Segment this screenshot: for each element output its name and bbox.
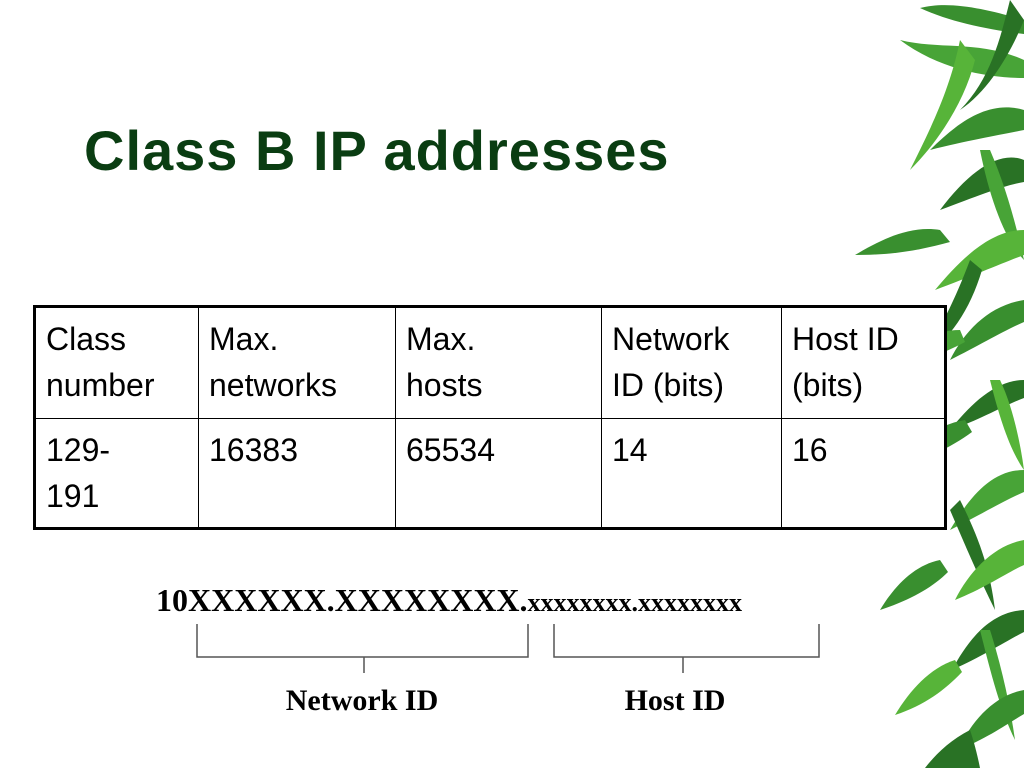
header-max-networks: Max. networks bbox=[198, 306, 396, 419]
host-id-label: Host ID bbox=[624, 684, 726, 717]
network-id-bracket bbox=[196, 624, 529, 673]
network-part: 10XXXXXX.XXXXXXXX. bbox=[156, 582, 528, 618]
table-header-row: Class number Max. networks Max. hosts Ne… bbox=[34, 306, 946, 419]
class-b-table: Class number Max. networks Max. hosts Ne… bbox=[33, 305, 947, 530]
network-id-label: Network ID bbox=[285, 684, 439, 717]
cell-max-networks: 16383 bbox=[198, 418, 396, 529]
header-max-hosts: Max. hosts bbox=[395, 306, 602, 419]
table-row: 129- 191 16383 65534 14 16 bbox=[34, 418, 946, 529]
header-host-id-bits: Host ID (bits) bbox=[781, 306, 946, 419]
cell-class-number: 129- 191 bbox=[34, 418, 199, 529]
cell-host-id-bits: 16 bbox=[781, 418, 946, 529]
header-class-number: Class number bbox=[34, 306, 199, 419]
cell-max-hosts: 65534 bbox=[395, 418, 602, 529]
header-network-id-bits: Network ID (bits) bbox=[601, 306, 782, 419]
slide-title: Class B IP addresses bbox=[84, 119, 670, 182]
cell-network-id-bits: 14 bbox=[601, 418, 782, 529]
host-part: xxxxxxxx.xxxxxxxx bbox=[527, 588, 743, 617]
address-pattern: 10XXXXXX.XXXXXXXX.xxxxxxxx.xxxxxxxx bbox=[156, 582, 742, 619]
host-id-bracket bbox=[553, 624, 820, 673]
